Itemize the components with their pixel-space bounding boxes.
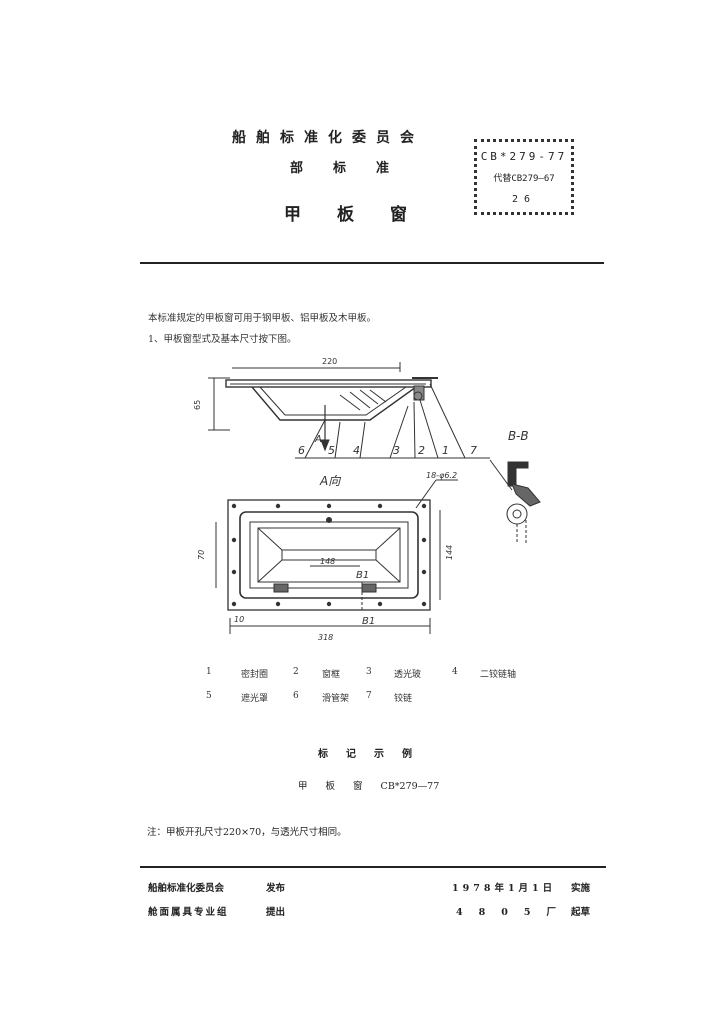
footer-issuer: 船舶标准化委员会 [148, 883, 225, 894]
footer-drafter: 舱面属具专业组 [148, 907, 229, 918]
dim-right: 144 [445, 545, 454, 560]
standard-code-box: CB*279-77 代替CB279—67 26 [474, 139, 574, 215]
section-mark-upper: B1 [356, 570, 369, 581]
footer-factory: 4805厂 [456, 907, 572, 918]
marking-example: 甲 板 窗 CB*279—77 [298, 778, 457, 792]
balloon-7: 7 [470, 444, 477, 457]
bolt-holes [231, 503, 427, 607]
standard-code: CB*279-77 [480, 150, 568, 163]
section-bb-detail [489, 459, 541, 544]
view-a-label: A向 [319, 474, 341, 488]
dim-bottom: 318 [318, 633, 333, 642]
legend-text-6: 滑管架 [322, 694, 350, 704]
legend-text-7: 铰链 [394, 694, 413, 704]
intro-paragraph: 本标准规定的甲板窗可用于钢甲板、铝甲板及木甲板。 [148, 313, 377, 324]
legend-text-5: 遮光罩 [241, 694, 269, 704]
legend-text-3: 透光玻 [394, 670, 422, 680]
legend-num-2: 2 [293, 667, 299, 677]
section-mark-lower: B1 [362, 616, 375, 627]
footer-date: 1978年1月1日 [452, 883, 557, 894]
dim-left: 70 [197, 550, 206, 560]
dim-width-top: 220 [322, 357, 337, 366]
balloon-4: 4 [353, 444, 360, 457]
legend-text-2: 窗框 [322, 670, 341, 680]
deck-window-drawing: 220 65 A A向 B-B 6 5 4 3 2 1 7 18-φ6.2 14… [193, 357, 541, 642]
balloon-5: 5 [328, 444, 335, 457]
dim-bottom-left: 10 [234, 615, 244, 624]
example-code: CB*279—77 [380, 781, 440, 792]
legend-num-3: 3 [366, 667, 372, 677]
balloon-1: 1 [442, 444, 449, 457]
legend-num-4: 4 [452, 667, 458, 677]
footer-issue-verb: 发布 [266, 883, 286, 894]
arrow-a-label: A [314, 434, 322, 445]
example-name-3: 窗 [353, 781, 363, 792]
balloon-3: 3 [393, 444, 400, 457]
window-side-section [225, 377, 438, 421]
legend-num-1: 1 [206, 667, 212, 677]
legend-num-6: 6 [293, 691, 299, 701]
page-number: 26 [511, 194, 537, 205]
replaces-code: 代替CB279—67 [493, 174, 555, 184]
legend-num-7: 7 [366, 691, 372, 701]
dim-inner-width: 148 [320, 557, 335, 566]
header-divider [140, 262, 604, 264]
document-title: 甲板窗 [284, 205, 443, 225]
legend-text-4: 二铰链轴 [480, 670, 517, 680]
example-name-1: 甲 [298, 781, 308, 792]
footer-effective: 实施 [571, 883, 591, 894]
item-1-paragraph: 1、甲板窗型式及基本尺寸按下图。 [148, 334, 297, 345]
footer-draft-verb: 起草 [571, 907, 591, 918]
legend-text-1: 密封圈 [241, 670, 269, 680]
example-name-2: 板 [325, 781, 336, 792]
marking-example-title: 标记示例 [318, 749, 430, 760]
department-standard: 部标准 [290, 161, 420, 176]
organization-name: 船舶标准化委员会 [232, 130, 424, 146]
hole-note: 18-φ6.2 [426, 471, 457, 480]
footer-divider [140, 866, 606, 868]
note: 注：甲板开孔尺寸220×70，与透光尺寸相同。 [147, 827, 347, 838]
section-bb-label: B-B [508, 429, 529, 443]
dim-height-left: 65 [193, 400, 202, 410]
balloon-2: 2 [418, 444, 425, 457]
balloon-6: 6 [298, 444, 305, 457]
footer-propose-verb: 提出 [266, 907, 286, 918]
window-plan-view [227, 499, 431, 611]
legend-num-5: 5 [206, 691, 212, 701]
